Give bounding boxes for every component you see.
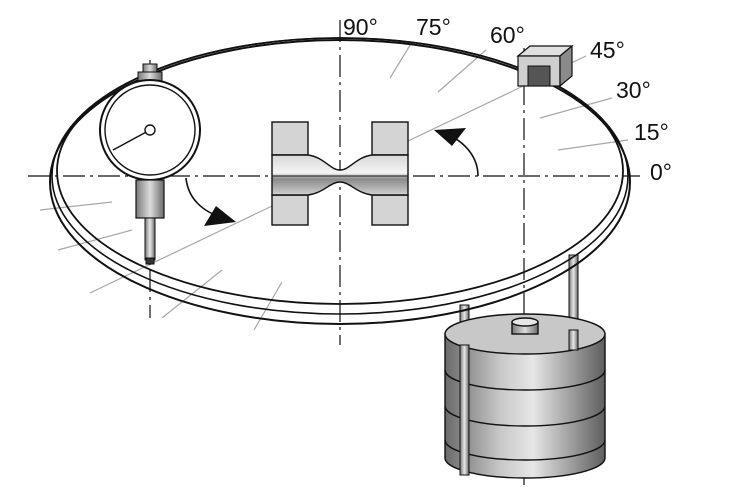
weight-stack — [444, 313, 606, 479]
gauge-plunger — [144, 217, 156, 261]
guide-left-4 — [253, 281, 283, 331]
guide-30-line — [539, 97, 613, 119]
weight-hanger-clamp — [516, 44, 574, 88]
gauge-pivot — [144, 124, 156, 136]
specimen-left-upper — [271, 121, 309, 156]
clamp-side — [559, 44, 573, 88]
guide-left-2 — [57, 229, 133, 251]
rotation-arrows — [185, 128, 479, 226]
angle-label-15: 15° — [634, 119, 669, 145]
angle-label-30: 30° — [616, 77, 651, 103]
rotation-arrowhead-right — [434, 128, 466, 146]
weight-right-rod — [568, 329, 579, 351]
weight-front-rod — [459, 344, 470, 476]
dial-gauge — [99, 63, 201, 265]
clamp-slot — [527, 65, 551, 87]
guide-left-1 — [39, 201, 113, 211]
angle-label-60: 60° — [490, 22, 525, 48]
specimen-left-lower — [271, 194, 309, 226]
angle-label-90: 90° — [343, 14, 378, 40]
weight-ring-1 — [444, 369, 606, 391]
gauge-tip — [145, 257, 155, 265]
angle-labels: 90° 75° 60° 45° 30° 15° 0° — [343, 14, 672, 185]
weight-body — [444, 333, 606, 479]
angle-label-75: 75° — [416, 14, 451, 40]
rotation-arrowhead-left — [204, 206, 236, 226]
specimen-right-lower — [371, 194, 409, 226]
angle-label-0: 0° — [650, 159, 672, 185]
specimen-neck — [271, 154, 409, 196]
specimen-right-upper — [371, 121, 409, 156]
guide-75-line — [389, 41, 413, 79]
angle-label-45: 45° — [590, 37, 625, 63]
weight-ring-2 — [444, 405, 606, 427]
weight-top-knob — [511, 317, 539, 327]
specimen — [271, 121, 409, 226]
gauge-needle — [112, 129, 151, 151]
weight-ring-3 — [444, 439, 606, 461]
gauge-body — [135, 179, 165, 219]
